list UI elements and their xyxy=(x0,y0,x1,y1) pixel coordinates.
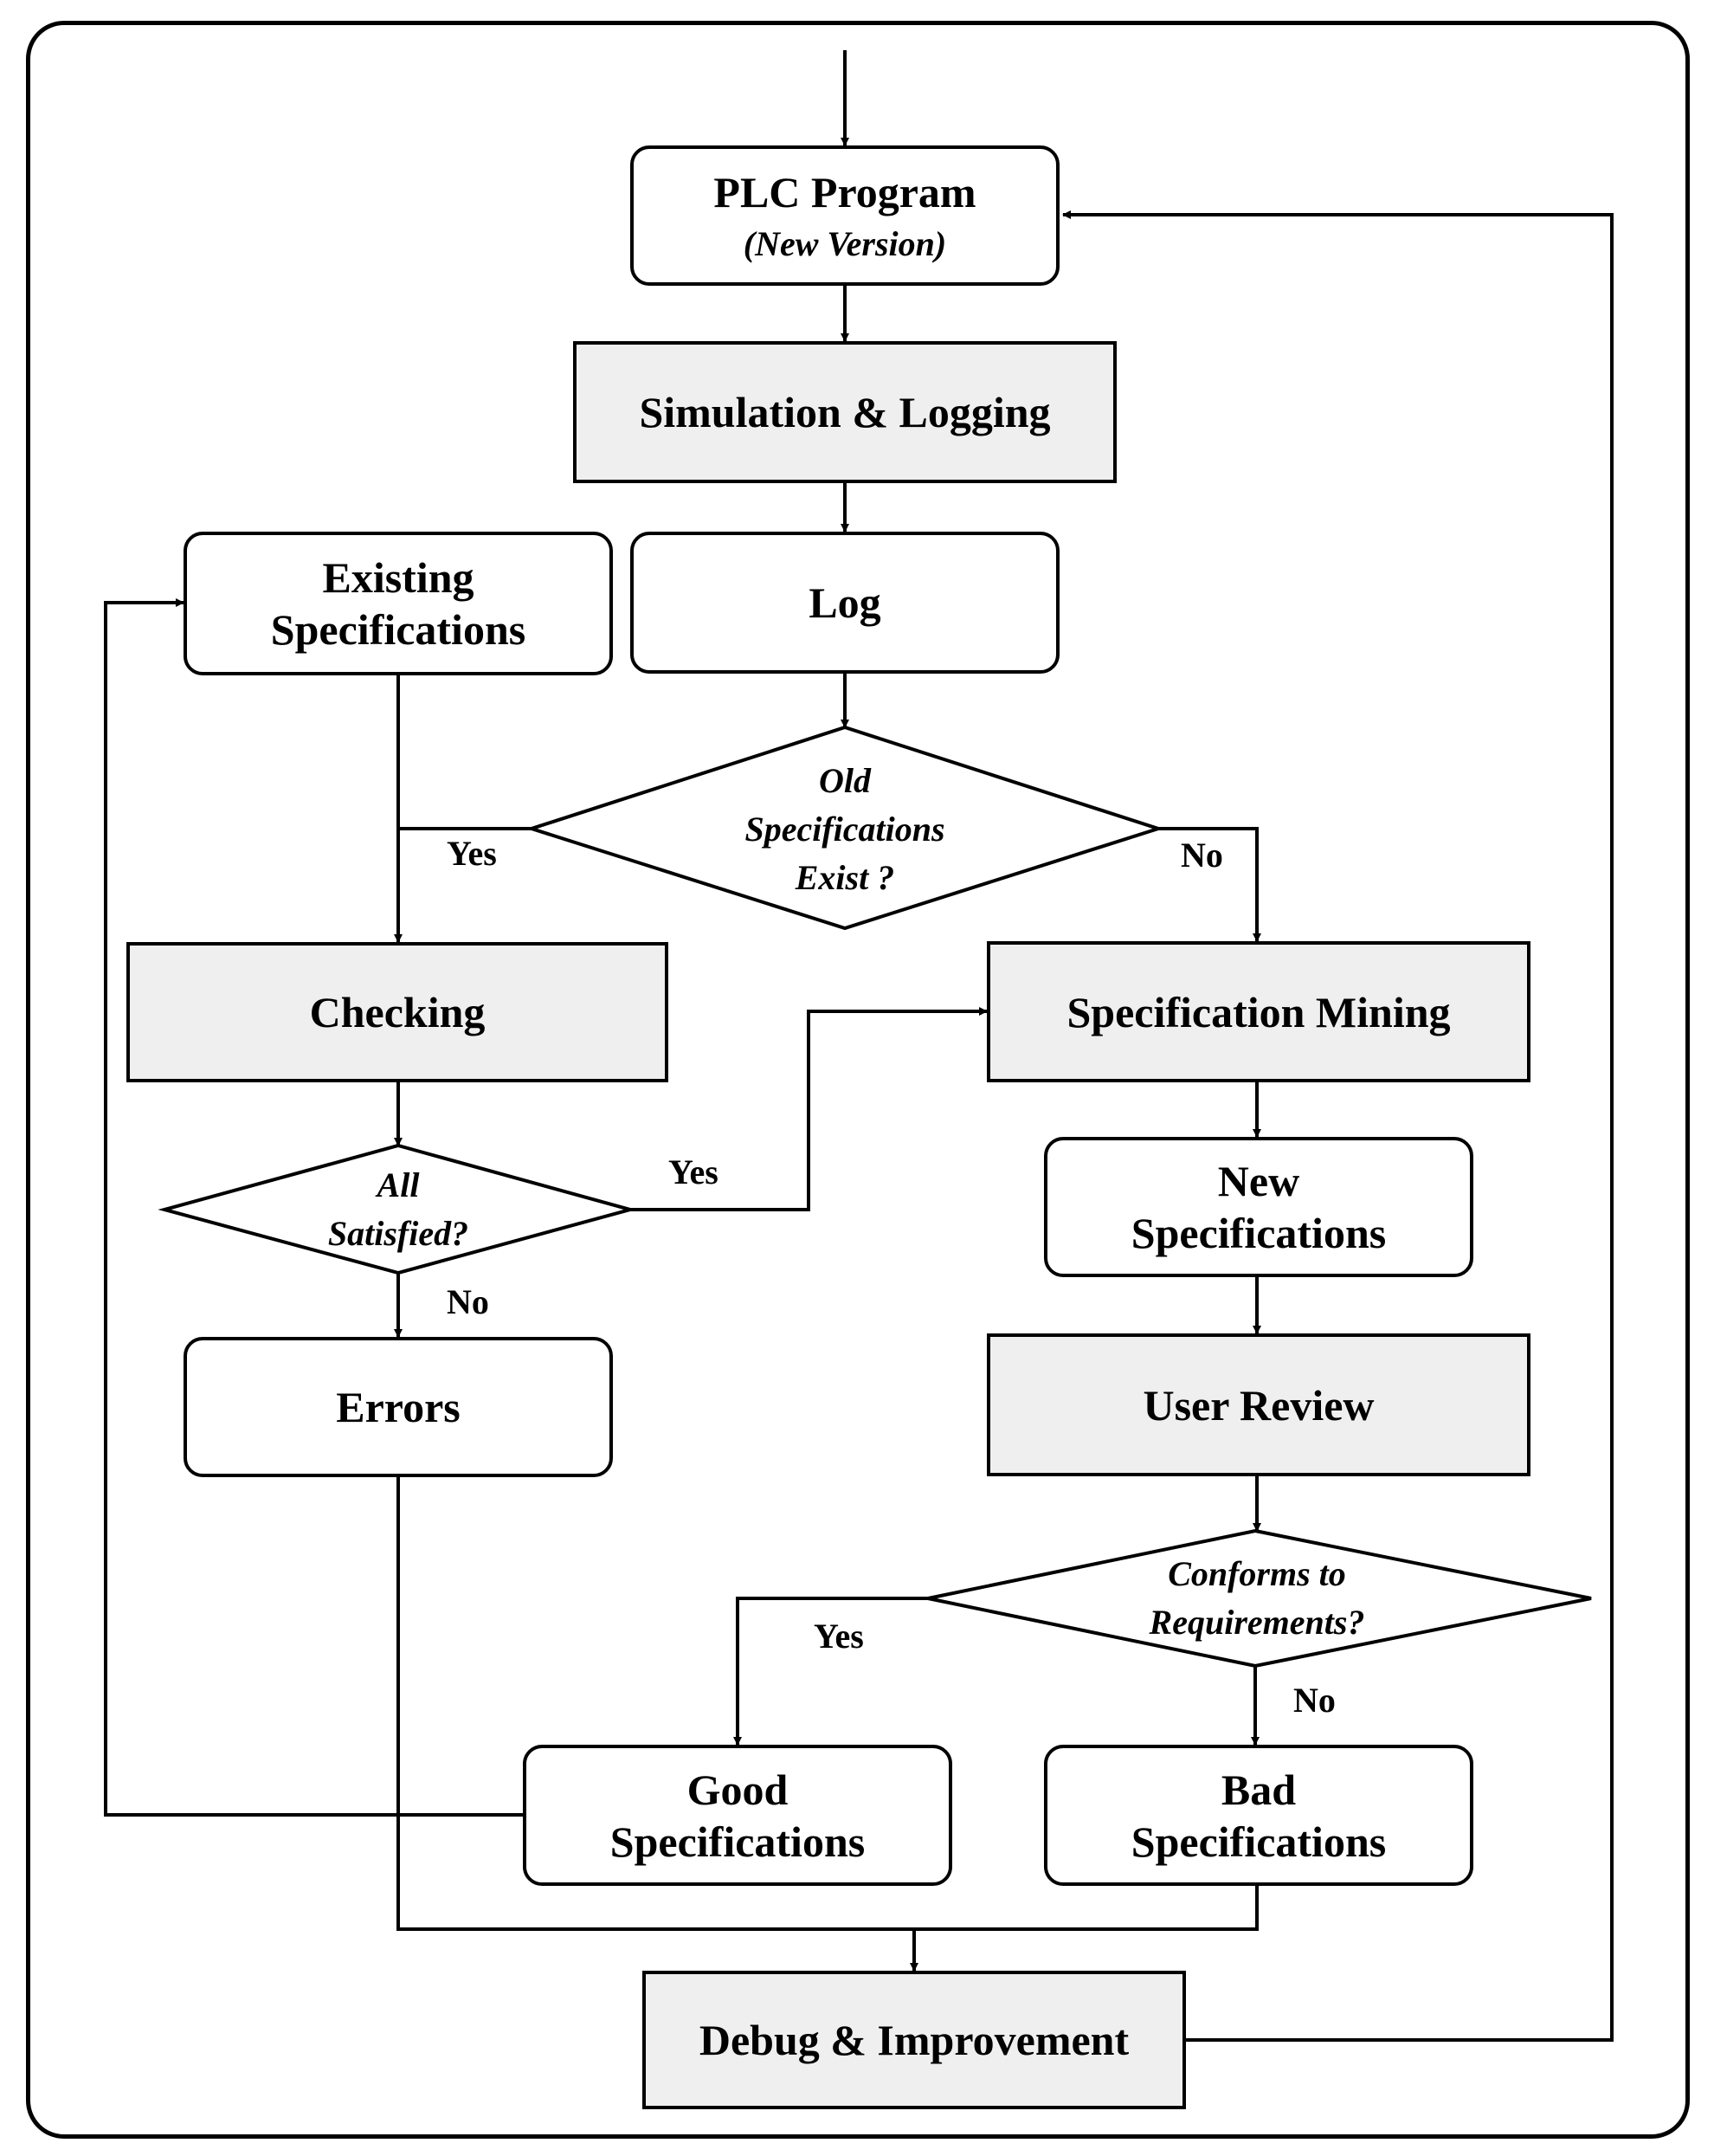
all-satisfied-text: All Satisfied? xyxy=(286,1160,511,1259)
arrow-conforms-yes-to-good xyxy=(733,1597,928,1746)
all-satisfied-line1: All xyxy=(377,1165,420,1204)
specification-mining-label: Specification Mining xyxy=(1066,987,1451,1036)
arrow-diamond-no-to-mining xyxy=(1158,827,1261,942)
log-label: Log xyxy=(809,578,881,627)
conforms-line2: Requirements? xyxy=(1149,1603,1365,1642)
log-node: Log xyxy=(630,532,1060,674)
plc-program-node: PLC Program (New Version) xyxy=(630,145,1060,286)
good-specifications-line2: Specifications xyxy=(609,1817,866,1866)
old-specs-line2: Specifications xyxy=(744,810,945,849)
existing-specifications-line1: Existing xyxy=(322,553,474,602)
new-specifications-line2: Specifications xyxy=(1131,1209,1387,1257)
outer-frame xyxy=(26,21,1690,2139)
old-specs-exist-text: Old Specifications Exist ? xyxy=(675,752,1015,907)
edge-label-satisfied-no: No xyxy=(447,1282,489,1321)
good-specifications-node: Good Specifications xyxy=(523,1745,952,1886)
arrow-good-to-existing xyxy=(104,598,523,1817)
plc-program-subtitle: (New Version) xyxy=(743,224,947,263)
simulation-logging-label: Simulation & Logging xyxy=(639,388,1051,436)
checking-label: Checking xyxy=(309,988,486,1036)
arrow-satisfied-yes-to-mining xyxy=(630,1007,988,1211)
arrow-debug-to-plc xyxy=(1062,210,1614,2042)
specification-mining-node: Specification Mining xyxy=(987,941,1530,1082)
plc-program-title: PLC Program xyxy=(713,168,976,216)
errors-node: Errors xyxy=(184,1337,613,1477)
all-satisfied-line2: Satisfied? xyxy=(327,1214,469,1253)
new-specifications-line1: New xyxy=(1217,1157,1300,1205)
new-specifications-node: New Specifications xyxy=(1044,1137,1473,1277)
old-specs-line1: Old xyxy=(819,761,871,800)
user-review-label: User Review xyxy=(1143,1380,1375,1430)
conforms-line1: Conforms to xyxy=(1168,1554,1346,1593)
edge-label-satisfied-yes: Yes xyxy=(668,1152,718,1191)
conforms-text: Conforms to Requirements? xyxy=(1099,1550,1414,1647)
arrow-errors-bad-to-debug xyxy=(396,1477,1259,1971)
user-review-node: User Review xyxy=(987,1333,1530,1476)
old-specs-line3: Exist ? xyxy=(795,858,895,897)
edge-label-old-no: No xyxy=(1181,836,1223,875)
good-specifications-line1: Good xyxy=(686,1765,789,1814)
debug-improvement-node: Debug & Improvement xyxy=(642,1971,1186,2109)
existing-specifications-line2: Specifications xyxy=(270,605,526,654)
bad-specifications-line2: Specifications xyxy=(1131,1817,1387,1866)
checking-node: Checking xyxy=(126,942,668,1082)
bad-specifications-line1: Bad xyxy=(1221,1765,1297,1814)
existing-specifications-node: Existing Specifications xyxy=(184,532,613,675)
old-specs-exist-diamond xyxy=(525,725,1164,931)
edge-label-conforms-yes: Yes xyxy=(814,1617,864,1656)
simulation-logging-node: Simulation & Logging xyxy=(573,341,1117,483)
edge-label-old-yes: Yes xyxy=(447,834,497,873)
errors-label: Errors xyxy=(336,1383,461,1431)
debug-improvement-label: Debug & Improvement xyxy=(699,2016,1130,2064)
edge-label-conforms-no: No xyxy=(1293,1681,1336,1720)
bad-specifications-node: Bad Specifications xyxy=(1044,1745,1473,1886)
